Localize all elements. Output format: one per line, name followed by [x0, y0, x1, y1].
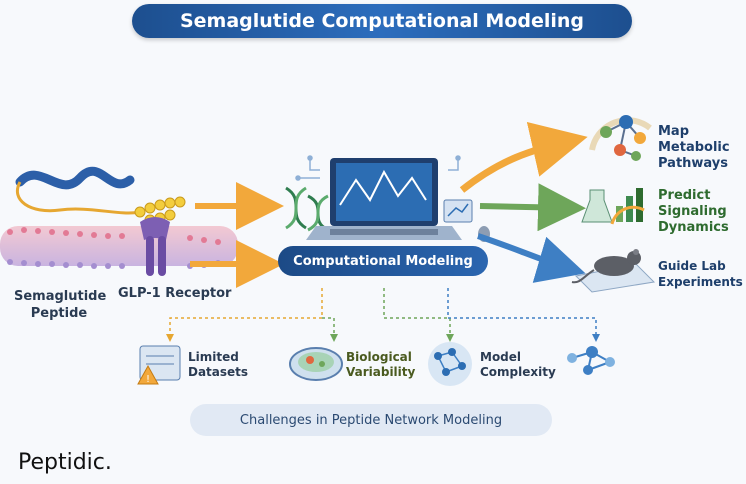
- challenge-complexity-label: Model Complexity: [480, 350, 556, 379]
- challenges-title: Challenges in Peptide Network Modeling: [239, 412, 503, 428]
- model-complexity-icon: [428, 342, 472, 386]
- output-signaling-label: Predict Signaling Dynamics: [658, 188, 729, 235]
- title-banner: Semaglutide Computational Modeling: [132, 4, 632, 38]
- network-nodes-icon: [567, 346, 615, 375]
- dna-icon: [285, 186, 329, 232]
- peptide-ribbon-icon: [15, 166, 186, 226]
- lab-rat-icon: [571, 249, 656, 293]
- brand-logo: Peptidic.: [18, 450, 112, 475]
- challenge-datasets-label: Limited Datasets: [188, 350, 249, 379]
- arrow-to-metabolic: [459, 122, 588, 193]
- svg-text:!: !: [146, 374, 150, 385]
- limited-datasets-icon: !: [137, 345, 181, 385]
- circuit-lines: [295, 155, 461, 181]
- computational-modeling-label: Computational Modeling: [293, 253, 473, 269]
- receptor-label: GLP-1 Receptor: [118, 286, 232, 301]
- cell-membrane: [0, 226, 238, 269]
- page-title: Semaglutide Computational Modeling: [179, 10, 585, 32]
- challenge-arrows: [169, 288, 597, 336]
- challenge-variability-label: Biological Variability: [346, 350, 416, 379]
- challenges-pill: Challenges in Peptide Network Modeling: [190, 404, 552, 436]
- output-metabolic-label: Map Metabolic Pathways: [658, 124, 730, 171]
- laptop-icon: [306, 158, 462, 240]
- glp1-receptor-icon: [140, 217, 170, 276]
- signaling-chart-icon: [581, 188, 645, 225]
- arrow-to-lab: [477, 233, 586, 283]
- arrow-to-signaling: [479, 183, 586, 232]
- peptide-label: Semaglutide Peptide: [14, 289, 107, 321]
- computational-modeling-pill: Computational Modeling: [278, 246, 488, 276]
- metabolic-network-icon: [589, 115, 652, 161]
- output-lab-label: Guide Lab Experiments: [658, 259, 743, 289]
- mini-chart-icon: [443, 199, 473, 223]
- petri-dish-icon: [289, 347, 343, 381]
